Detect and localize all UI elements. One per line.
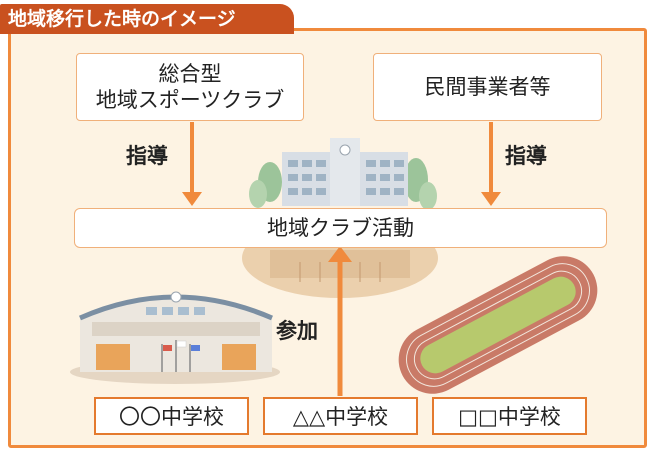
running-track-illustration (398, 256, 598, 394)
guidance-arrow-right (481, 122, 501, 206)
school-name-1: 〇〇中学校 (119, 405, 224, 429)
community-club-activity-label: 地域クラブ活動 (267, 215, 414, 240)
general-sports-club-line2: 地域スポーツクラブ (95, 88, 285, 112)
school-box-2: △△中学校 (263, 397, 418, 435)
participation-label: 参加 (276, 319, 318, 343)
school-box-1: 〇〇中学校 (94, 397, 249, 435)
school-name-2: △△中学校 (292, 405, 389, 429)
private-business-label: 民間事業者等 (424, 74, 551, 99)
school-name-3: □□中学校 (458, 405, 561, 429)
school-box-3: □□中学校 (432, 397, 587, 435)
guidance-arrow-left (182, 122, 202, 206)
general-sports-club-line1: 総合型 (158, 61, 222, 86)
general-sports-club-box: 総合型 地域スポーツクラブ (76, 53, 304, 121)
diagram-title: 地域移行した時のイメージ (0, 4, 294, 34)
community-club-activity-box: 地域クラブ活動 (74, 208, 607, 248)
participation-arrow (328, 246, 352, 396)
guidance-label-left: 指導 (126, 144, 168, 168)
private-business-box: 民間事業者等 (373, 53, 602, 121)
guidance-label-right: 指導 (505, 144, 547, 168)
gymnasium-illustration (70, 291, 280, 384)
